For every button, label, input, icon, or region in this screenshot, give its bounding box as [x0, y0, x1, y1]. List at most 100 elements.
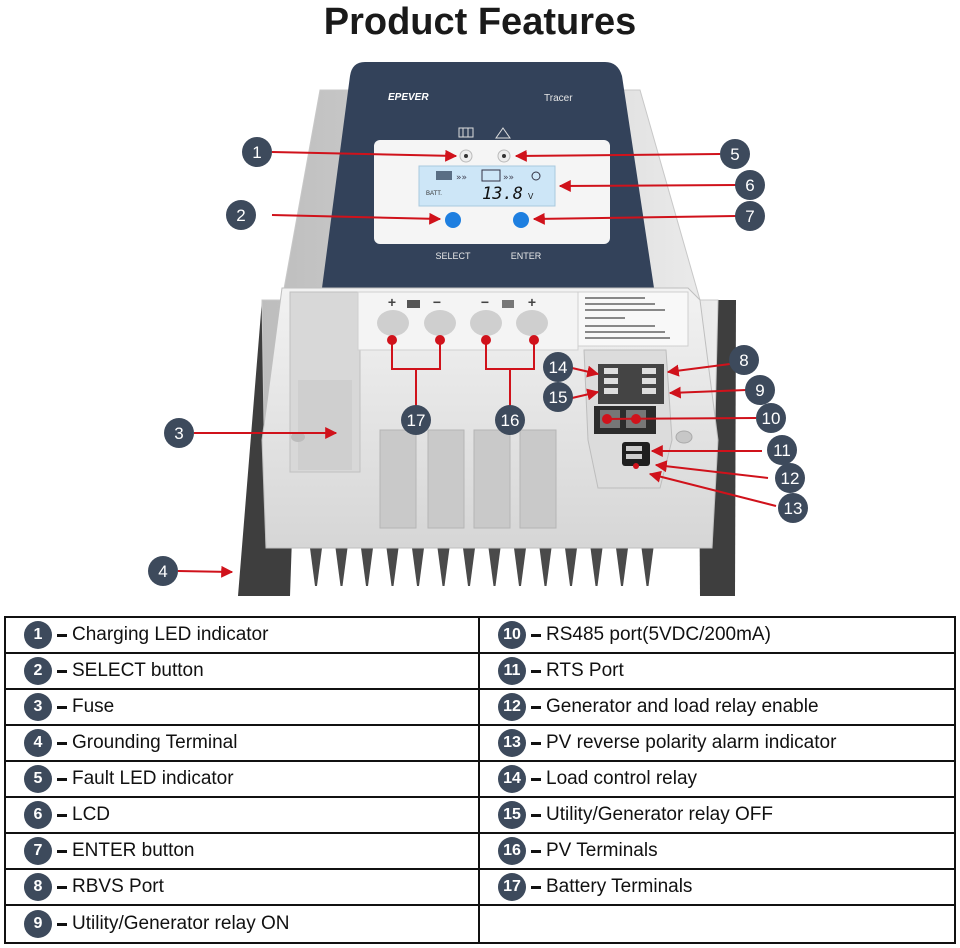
callout-7: 7 — [735, 201, 765, 231]
dash-separator — [531, 813, 541, 817]
callout-17: 17 — [401, 405, 431, 435]
legend-label: RBVS Port — [72, 876, 164, 897]
callout-number: 3 — [174, 424, 183, 443]
heatsink-fin — [412, 548, 424, 586]
callout-number: 15 — [549, 388, 568, 407]
heatsink-fin — [386, 548, 399, 586]
callout-3: 3 — [164, 418, 194, 448]
dash-separator — [57, 885, 67, 889]
dash-separator — [57, 741, 67, 745]
dash-separator — [531, 741, 541, 745]
pv-panel-icon — [502, 300, 514, 308]
legend-item: 14 Load control relay — [480, 762, 954, 798]
heatsink-fin — [310, 548, 322, 586]
dash-separator — [531, 633, 541, 637]
leader-lines — [177, 149, 777, 578]
dash-separator — [57, 777, 67, 781]
callout-number: 8 — [739, 351, 748, 370]
dash-separator — [531, 669, 541, 673]
callout-number: 1 — [252, 143, 261, 162]
legend-item: 3 Fuse — [6, 690, 480, 726]
heatsink-fin — [616, 548, 628, 586]
callout-circle — [767, 435, 797, 465]
lcd-unit: V — [528, 192, 534, 201]
enter-button[interactable] — [513, 212, 529, 228]
callout-number: 14 — [549, 358, 568, 377]
dash-separator — [531, 849, 541, 853]
legend-number-badge: 3 — [24, 693, 52, 721]
callout-circle — [745, 375, 775, 405]
legend-number-badge: 2 — [24, 657, 52, 685]
callout-1: 1 — [242, 137, 272, 167]
legend-number-badge: 8 — [24, 873, 52, 901]
legend-number-badge: 13 — [498, 729, 526, 757]
callout-circle — [720, 139, 750, 169]
legend-label: PV Terminals — [546, 840, 658, 861]
lcd-value: 13.8 — [482, 184, 523, 204]
legend-label: RTS Port — [546, 660, 624, 681]
legend-number-badge: 14 — [498, 765, 526, 793]
legend-label: RS485 port(5VDC/200mA) — [546, 624, 771, 645]
legend-item: 10 RS485 port(5VDC/200mA) — [480, 618, 954, 654]
legend-label: Utility/Generator relay ON — [72, 913, 290, 934]
callout-6: 6 — [735, 170, 765, 200]
heatsink-fin — [437, 548, 450, 586]
page-title: Product Features — [323, 1, 637, 43]
battery-icon — [407, 300, 420, 308]
select-button[interactable] — [445, 212, 461, 228]
dash-separator — [531, 705, 541, 709]
callout-circle — [775, 463, 805, 493]
heatsink-fin — [590, 548, 603, 586]
legend-label: Generator and load relay enable — [546, 696, 819, 717]
terminal-dots — [387, 335, 641, 469]
legend-number-badge: 5 — [24, 765, 52, 793]
callout-16: 16 — [495, 405, 525, 435]
callout-2: 2 — [226, 200, 256, 230]
warning-triangle-icon — [495, 127, 511, 139]
legend-number-badge: 12 — [498, 693, 526, 721]
legend-label: Fault LED indicator — [72, 768, 234, 789]
product-diagram: EPEVER Tracer BATT. 13.8 V »» »» SELECT … — [148, 62, 808, 596]
callout-number: 4 — [158, 562, 167, 581]
pv-minus-sign: − — [481, 294, 489, 310]
legend-number-badge: 15 — [498, 801, 526, 829]
pv-negative-terminal — [470, 310, 502, 336]
model-name: Tracer — [544, 93, 573, 104]
callout-10: 10 — [756, 403, 786, 433]
legend-number-badge: 16 — [498, 837, 526, 865]
legend-item: 16 PV Terminals — [480, 834, 954, 870]
legend-label: LCD — [72, 804, 111, 825]
callout-number: 16 — [501, 411, 520, 430]
legend-label: Grounding Terminal — [72, 732, 238, 753]
callout-circle — [778, 493, 808, 523]
callout-15: 15 — [543, 382, 573, 412]
legend-label: Load control relay — [546, 768, 698, 789]
solar-panel-icon — [458, 127, 474, 138]
legend-number-badge: 1 — [24, 621, 52, 649]
callout-circle — [735, 170, 765, 200]
legend-number-badge: 10 — [498, 621, 526, 649]
callout-number: 13 — [784, 499, 803, 518]
legend-label: Fuse — [72, 696, 115, 717]
callout-number: 17 — [407, 411, 426, 430]
callout-circle — [735, 201, 765, 231]
heatsink-fin — [514, 548, 526, 586]
dash-separator — [57, 669, 67, 673]
callout-number: 2 — [236, 206, 245, 225]
pv-positive-terminal — [516, 310, 548, 336]
callout-circle — [226, 200, 256, 230]
callout-9: 9 — [745, 375, 775, 405]
callout-circle — [401, 405, 431, 435]
lcd-flow-arrows: »» — [456, 173, 467, 183]
legend-number-badge: 4 — [24, 729, 52, 757]
callout-circle — [164, 418, 194, 448]
legend-label: Battery Terminals — [546, 876, 693, 897]
battery-plus-sign: + — [388, 294, 396, 310]
battery-negative-terminal — [424, 310, 456, 336]
callout-8: 8 — [729, 345, 759, 375]
heatsink-fin — [539, 548, 552, 586]
